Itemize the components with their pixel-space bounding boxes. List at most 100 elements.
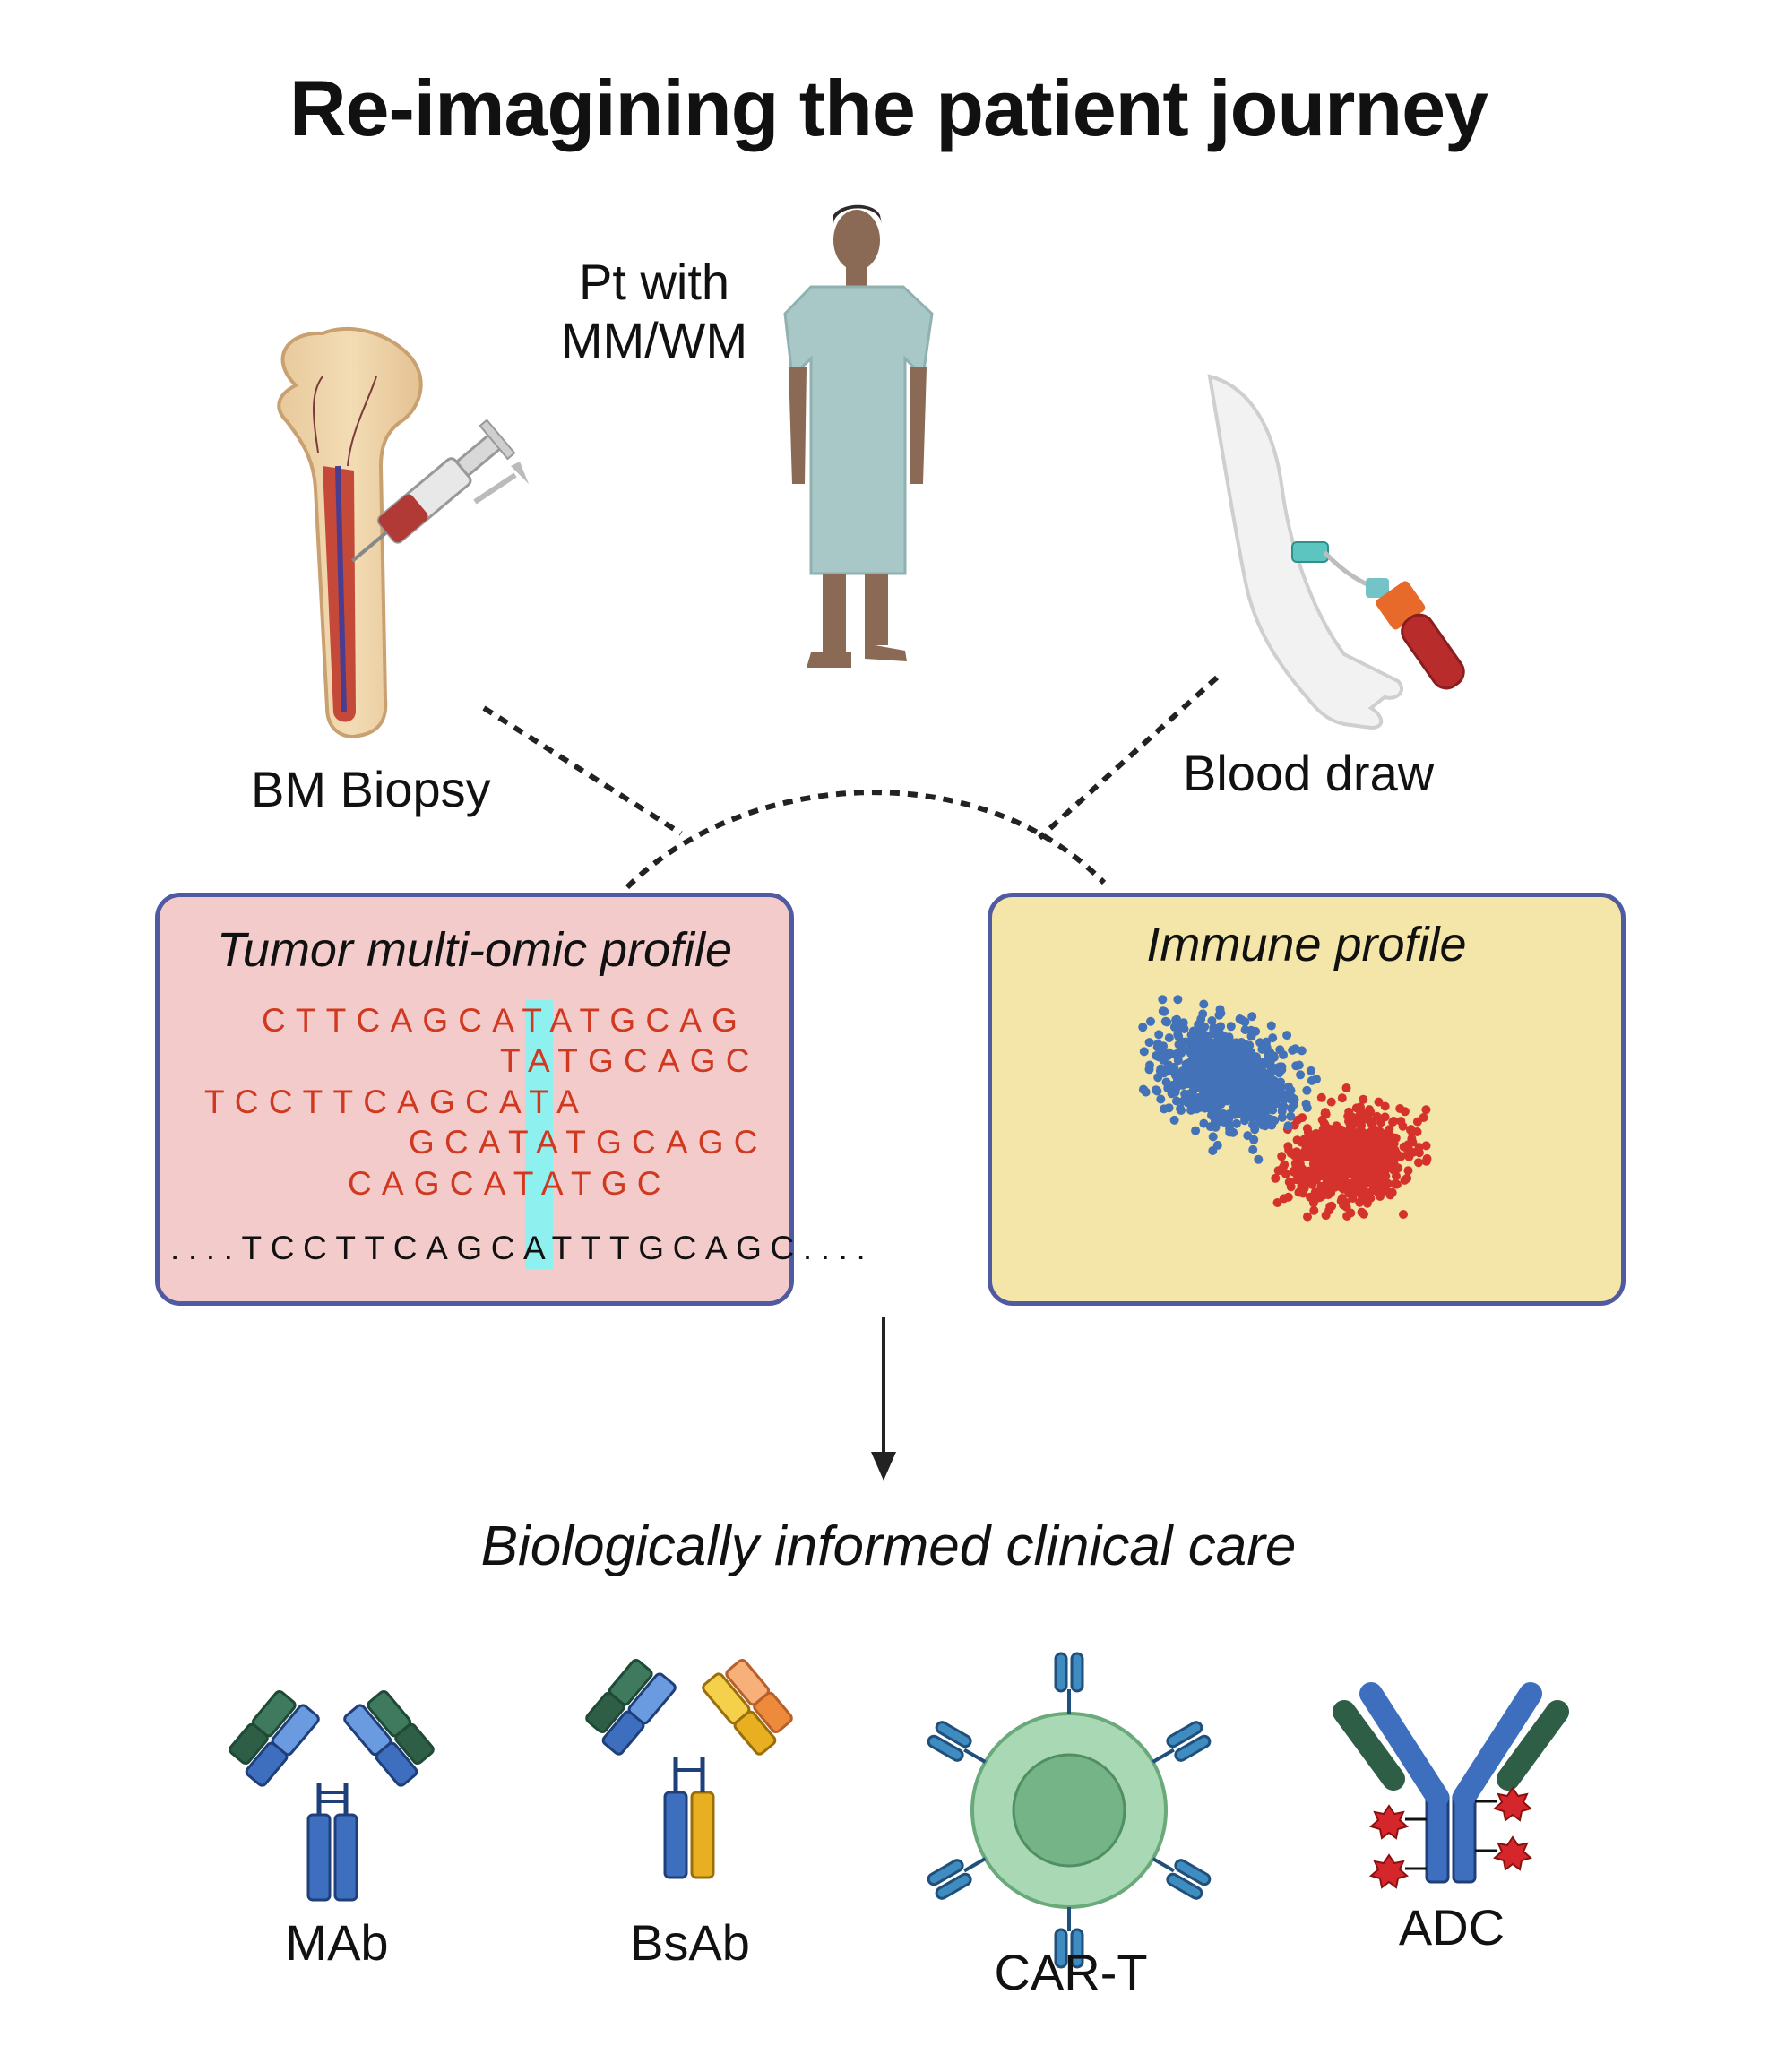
scatter-point-blue — [1233, 1101, 1243, 1110]
scatter-point-red — [1385, 1190, 1395, 1200]
scatter-point-blue — [1160, 1016, 1170, 1026]
scatter-point-red — [1365, 1105, 1375, 1115]
scatter-point-red — [1414, 1158, 1423, 1168]
scatter-point-red — [1321, 1109, 1331, 1119]
therapy-label-adc: ADC — [1398, 1899, 1505, 1955]
scatter-point-blue — [1152, 1042, 1162, 1052]
scatter-point-red — [1332, 1121, 1341, 1131]
scatter-point-blue — [1161, 1077, 1171, 1087]
scatter-point-red — [1376, 1192, 1385, 1201]
scatter-point-blue — [1198, 1049, 1208, 1058]
scatter-point-red — [1392, 1179, 1402, 1189]
scatter-point-blue — [1156, 1094, 1166, 1104]
scatter-point-red — [1385, 1125, 1394, 1135]
scatter-point-red — [1355, 1197, 1365, 1207]
scatter-point-red — [1330, 1183, 1340, 1192]
scatter-point-blue — [1144, 1065, 1154, 1075]
scatter-point-red — [1386, 1144, 1396, 1153]
scatter-point-red — [1272, 1198, 1282, 1207]
scatter-point-blue — [1255, 1063, 1265, 1073]
scatter-point-blue — [1154, 1030, 1164, 1040]
scatter-point-blue — [1203, 1063, 1212, 1073]
scatter-point-blue — [1283, 1121, 1293, 1131]
scatter-point-red — [1326, 1097, 1336, 1107]
scatter-point-blue — [1265, 1097, 1275, 1107]
scatter-point-blue — [1179, 1024, 1189, 1033]
scatter-point-red — [1306, 1192, 1315, 1202]
adc-icon — [1333, 1682, 1569, 1889]
scatter-point-blue — [1164, 1033, 1174, 1043]
immune-profile-box: Immune profile — [988, 893, 1626, 1306]
scatter-point-red — [1357, 1207, 1367, 1217]
scatter-point-red — [1356, 1174, 1366, 1184]
scatter-point-blue — [1139, 1047, 1149, 1057]
reference-sequence: ....TCCTTCAGCATTTGCAGC.... — [170, 1230, 875, 1266]
sequence-read-4: GCATATGCAGC — [409, 1124, 768, 1161]
scatter-point-red — [1281, 1170, 1290, 1178]
scatter-point-blue — [1277, 1112, 1287, 1122]
scatter-point-red — [1325, 1202, 1335, 1212]
scatter-point-blue — [1164, 1103, 1174, 1113]
scatter-point-red — [1400, 1175, 1410, 1185]
scatter-point-red — [1341, 1143, 1350, 1153]
scatter-point-blue — [1208, 1072, 1218, 1082]
scatter-point-red — [1316, 1181, 1326, 1191]
scatter-point-blue — [1169, 1062, 1179, 1072]
scatter-point-blue — [1257, 1100, 1267, 1109]
scatter-point-blue — [1262, 1069, 1272, 1079]
therapy-label-mab: MAb — [285, 1914, 389, 1971]
scatter-point-red — [1292, 1135, 1302, 1145]
scatter-point-blue — [1221, 1113, 1231, 1123]
scatter-point-blue — [1243, 1078, 1253, 1088]
scatter-point-blue — [1307, 1066, 1315, 1075]
scatter-point-red — [1337, 1093, 1347, 1103]
scatter-point-blue — [1188, 1086, 1198, 1096]
scatter-point-blue — [1144, 1038, 1154, 1048]
scatter-point-blue — [1175, 1072, 1185, 1082]
scatter-point-red — [1421, 1141, 1431, 1151]
scatter-point-red — [1346, 1208, 1356, 1218]
scatter-point-red — [1345, 1185, 1355, 1195]
scatter-point-blue — [1312, 1075, 1321, 1084]
sequence-read-1: CTTCAGCATATGCAG — [262, 1002, 748, 1039]
scatter-point-red — [1316, 1092, 1326, 1102]
scatter-point-blue — [1207, 1016, 1217, 1025]
mab-icon — [229, 1689, 435, 1902]
scatter-point-blue — [1191, 1126, 1201, 1135]
scatter-point-blue — [1225, 1071, 1235, 1081]
scatter-point-red — [1368, 1137, 1378, 1147]
scatter-point-red — [1303, 1212, 1312, 1222]
scatter-point-blue — [1248, 1144, 1258, 1154]
scatter-point-blue — [1225, 1124, 1235, 1134]
scatter-point-red — [1329, 1176, 1339, 1186]
scatter-point-blue — [1171, 1022, 1181, 1032]
scatter-point-red — [1320, 1152, 1330, 1161]
scatter-point-blue — [1288, 1045, 1298, 1055]
scatter-point-red — [1414, 1148, 1424, 1158]
scatter-point-blue — [1277, 1062, 1287, 1072]
scatter-point-blue — [1171, 1096, 1181, 1106]
scatter-point-red — [1344, 1165, 1354, 1175]
scatter-point-blue — [1236, 1050, 1246, 1060]
scatter-point-red — [1331, 1131, 1341, 1141]
sequence-read-3: TCCTTCAGCATA — [204, 1083, 590, 1120]
scatter-point-blue — [1202, 1101, 1212, 1111]
scatter-point-blue — [1250, 1092, 1260, 1102]
scatter-point-blue — [1246, 1059, 1256, 1069]
scatter-point-red — [1332, 1155, 1341, 1165]
sequence-read-2: TATGCAGC — [500, 1042, 760, 1079]
scatter-point-red — [1412, 1127, 1422, 1136]
scatter-point-red — [1367, 1174, 1376, 1184]
scatter-point-red — [1369, 1124, 1379, 1134]
scatter-point-blue — [1212, 1140, 1222, 1150]
scatter-point-blue — [1200, 1083, 1210, 1092]
scatter-point-blue — [1158, 995, 1168, 1005]
sequence-read-5: CAGCATATGC — [348, 1165, 671, 1202]
scatter-point-blue — [1183, 1071, 1193, 1081]
down-arrow — [871, 1317, 896, 1481]
scatter-point-blue — [1220, 1040, 1229, 1049]
scatter-point-blue — [1199, 1040, 1209, 1049]
scatter-point-red — [1341, 1155, 1351, 1165]
scatter-point-blue — [1277, 1101, 1287, 1111]
